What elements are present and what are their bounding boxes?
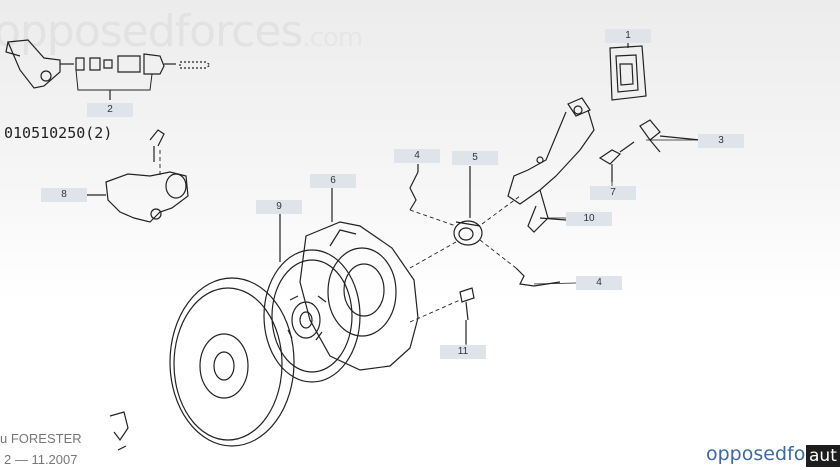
- watermark-suffix: .com: [302, 23, 363, 53]
- part-number: 010510250(2): [4, 124, 113, 142]
- caption-dates: 2 — 11.2007: [4, 452, 78, 467]
- callout-3: 3: [698, 134, 744, 148]
- callout-9: 9: [256, 200, 302, 214]
- callout-8: 8: [41, 188, 87, 202]
- brand-logo-box[interactable]: aut: [806, 445, 840, 467]
- callout-1: 1: [605, 29, 651, 43]
- bolt: [459, 287, 475, 344]
- callout-2: 2: [87, 103, 133, 117]
- watermark-top: opposedforces.com: [0, 6, 363, 57]
- operating-cylinder: [86, 129, 189, 223]
- small-bracket: [109, 411, 129, 451]
- callout-6: 6: [310, 174, 356, 188]
- release-bearing: [453, 166, 483, 246]
- release-fork: [507, 97, 595, 233]
- flywheel: [169, 277, 295, 447]
- slave-cylinder-assembly: [5, 39, 211, 100]
- leader-lines: [465, 139, 698, 346]
- brand-logo-text[interactable]: opposedfo: [706, 443, 806, 465]
- callout-7: 7: [590, 186, 636, 200]
- callout-4-upper: 4: [394, 149, 440, 163]
- clutch-disc: [263, 214, 361, 383]
- watermark-text: opposedforces: [0, 6, 303, 57]
- callout-10: 10: [566, 212, 612, 226]
- caption-model: u FORESTER: [0, 431, 82, 446]
- callout-11: 11: [440, 345, 486, 359]
- clutch-boot: [609, 42, 647, 101]
- clip-lower: [515, 267, 561, 287]
- callout-5: 5: [452, 151, 498, 165]
- pivot-assembly: [598, 119, 701, 182]
- clip-upper: [409, 164, 419, 211]
- clutch-cover: [299, 188, 419, 371]
- callout-4-lower: 4: [576, 276, 622, 290]
